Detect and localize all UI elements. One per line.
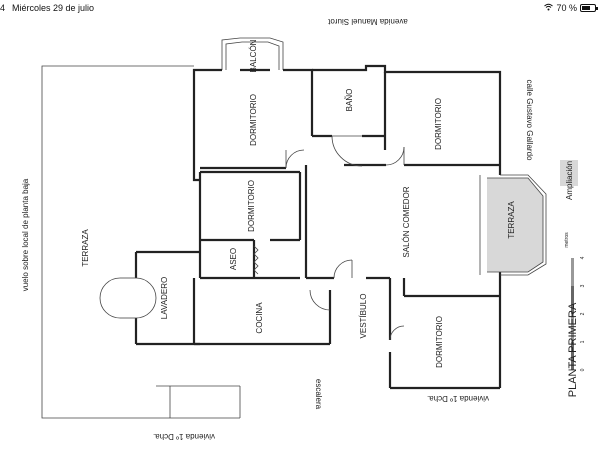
scale-tick: 4 (580, 256, 586, 259)
terrace-outline (41, 65, 241, 419)
status-right: 70 % (544, 0, 598, 16)
status-bar: 4 Miércoles 29 de julio 70 % (0, 0, 600, 16)
scale-tick: 3 (580, 284, 586, 287)
status-time: 4 (0, 3, 6, 13)
terraza-outline (479, 174, 547, 276)
vivienda-bottom-left-label: vivienda 1º Dcha. (153, 432, 215, 441)
battery-icon (580, 4, 598, 12)
legend-swatch (560, 160, 578, 186)
scale-tick: 0 (580, 368, 586, 371)
scale-unit-label: metros (564, 232, 570, 248)
vuelo-label: vuelo sobre local de planta baja (21, 178, 30, 291)
room-vestibulo-label: VESTÍBULO (359, 294, 368, 339)
balcony-outline (221, 37, 284, 70)
room-dormitorio-label: DORMITORIO (435, 316, 444, 368)
terraza-ampliacion-area (487, 178, 543, 272)
street-right-label: calle Gustavo Gallardo (525, 80, 534, 161)
scale-bar (571, 258, 574, 370)
room-terraza-label: TERRAZA (507, 201, 516, 239)
vivienda-bottom-right-label: vivienda 1º Dcha. (427, 394, 489, 403)
street-top-label: avenida Manuel Siurot (327, 17, 407, 26)
room-balcon-label: BALCÓN (249, 39, 258, 72)
scale-tick: 1 (580, 340, 586, 343)
room-dormitorio-label: DORMITORIO (434, 98, 443, 150)
room-cocina-label: COCINA (255, 302, 264, 334)
scale-tick: 2 (580, 312, 586, 315)
walls (134, 64, 502, 390)
wifi-icon (544, 0, 554, 16)
escalera-label: escalera (314, 379, 323, 410)
room-lavadero-label: LAVADERO (160, 277, 169, 319)
status-date: Miércoles 29 de julio (12, 3, 95, 13)
room-salon-label: SALÓN COMEDOR (402, 186, 411, 257)
room-aseo-label: ASEO (229, 248, 238, 270)
legend-label: Ampliación (565, 161, 574, 200)
battery-percent: 70 % (556, 3, 577, 13)
room-bano-label: BAÑO (345, 89, 354, 112)
room-dormitorio-label: DORMITORIO (249, 94, 258, 146)
doors (99, 135, 405, 341)
room-terraza-label: TERRAZA (81, 229, 90, 267)
room-dormitorio-label: DORMITORIO (247, 180, 256, 232)
battery-fill (582, 6, 591, 10)
page-title: PLANTA PRIMERA (567, 302, 579, 397)
